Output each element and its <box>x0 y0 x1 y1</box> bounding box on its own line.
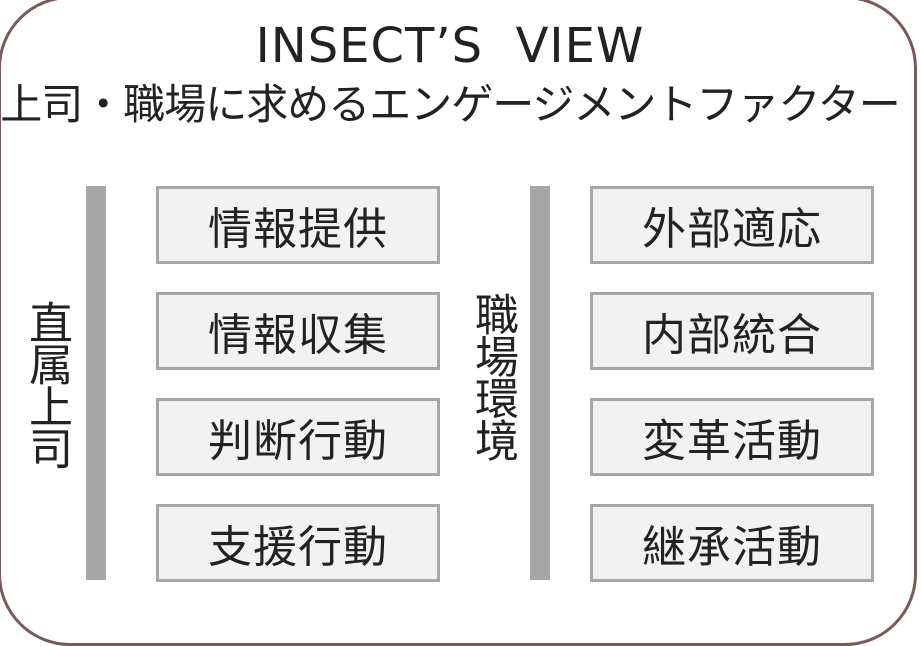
factor-box: 外部適応 <box>590 186 874 264</box>
factor-box: 変革活動 <box>590 398 874 476</box>
factor-box: 継承活動 <box>590 504 874 582</box>
group-label-workplace: 職場環境 <box>467 292 518 460</box>
group-bar-supervisor <box>86 186 106 580</box>
diagram-subtitle: 上司・職場に求めるエンゲージメントファクター <box>0 80 900 129</box>
group-bar-workplace <box>530 186 550 580</box>
group-label-supervisor: 直属上司 <box>21 300 72 468</box>
factor-box: 情報提供 <box>156 186 440 264</box>
factor-box: 内部統合 <box>590 292 874 370</box>
factor-box: 支援行動 <box>156 504 440 582</box>
factor-box: 情報収集 <box>156 292 440 370</box>
diagram-title: INSECT’S VIEW <box>255 18 645 74</box>
factor-box: 判断行動 <box>156 398 440 476</box>
